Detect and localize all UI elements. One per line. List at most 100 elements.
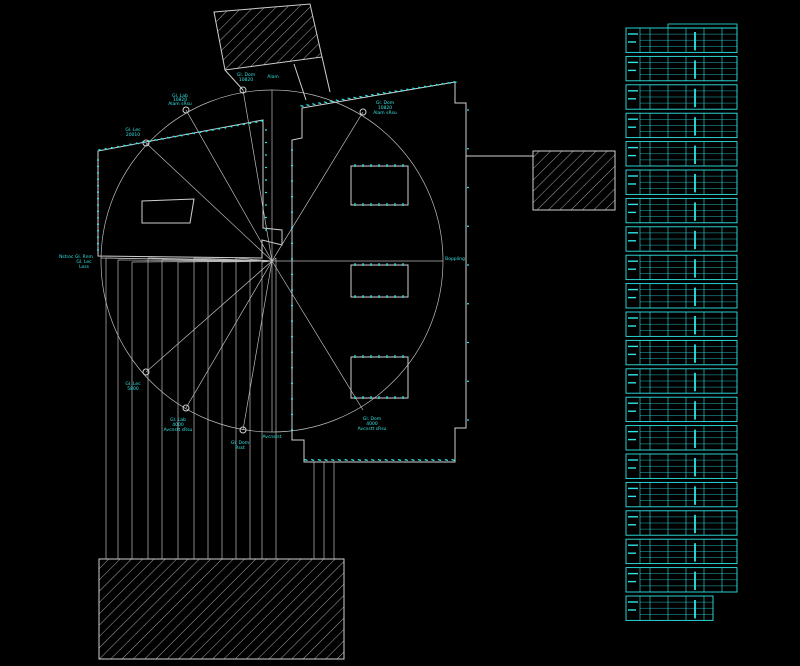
- label-ssw-2: 4000: [172, 422, 184, 428]
- wall-tick: [347, 97, 351, 100]
- wall-tick: [394, 90, 398, 93]
- label-lu-2: 20010: [126, 132, 140, 138]
- wall-tick: [324, 458, 328, 462]
- left-building-outline: [97, 119, 283, 259]
- marker-nw: [182, 106, 190, 114]
- label-se-3: Avcnstt sRsu: [358, 426, 387, 432]
- wall-tick: [357, 458, 362, 462]
- schedule-row: [625, 595, 714, 621]
- wall-tick: [329, 100, 334, 103]
- wall-tick: [411, 458, 415, 462]
- wall-tick: [344, 458, 348, 462]
- label-ne-3: Alam sRsu: [373, 110, 397, 116]
- wall-tick: [424, 458, 428, 462]
- schedule-row: [625, 169, 738, 195]
- wall-tick: [364, 458, 368, 462]
- wall-tick: [104, 147, 108, 150]
- wall-tick: [388, 91, 392, 94]
- wall-tick: [317, 102, 322, 105]
- schedule-row: [625, 339, 738, 366]
- wall-tick: [154, 138, 158, 142]
- label-bottom-center: Avcnstst: [262, 434, 281, 440]
- wall-tick: [310, 458, 315, 462]
- wall-tick: [304, 458, 308, 462]
- label-nw-2: 10820: [173, 97, 187, 103]
- label-ne-2: 10820: [378, 105, 392, 111]
- marker-s: [239, 426, 247, 434]
- label-left-2: Gl. Lec: [76, 259, 92, 265]
- feed-line-fan: [249, 259, 273, 262]
- inner-rooms: [141, 165, 409, 399]
- wall-tick: [391, 458, 395, 462]
- schedule-row: [625, 112, 738, 139]
- wall-tick: [337, 458, 342, 462]
- wall-tick: [429, 84, 434, 87]
- top-hatched-block: [213, 3, 323, 71]
- wall-tick: [365, 94, 369, 97]
- wall-tick: [110, 146, 115, 149]
- label-ssw-3: Avcnstt sRsu: [164, 427, 193, 433]
- schedule-table: [625, 23, 738, 621]
- feed-line-fan: [271, 257, 277, 262]
- label-top-2: 10820: [239, 77, 253, 83]
- label-ssw-1: Gl. Lab: [170, 417, 186, 423]
- wall-tick: [98, 148, 102, 152]
- label-top-3: Alam: [267, 74, 278, 80]
- point-markers: [142, 86, 367, 434]
- marker-top: [239, 86, 247, 94]
- schedule-row: [625, 254, 738, 281]
- wall-tick: [160, 137, 164, 140]
- wall-tick: [441, 82, 445, 85]
- schedule-row: [625, 311, 738, 337]
- wall-tick: [166, 136, 171, 139]
- wall-tick: [341, 98, 345, 101]
- wall-tick: [300, 104, 304, 108]
- schedule-row: [625, 368, 738, 394]
- right-building-outline: [291, 81, 467, 463]
- wall-ticks: [97, 80, 469, 462]
- wall-tick: [423, 85, 428, 88]
- right-room-top: [350, 165, 409, 206]
- right-room-bottom: [350, 356, 409, 399]
- label-sw-2: 5800: [127, 386, 139, 392]
- marker-left-upper: [142, 139, 150, 147]
- wall-tick: [447, 81, 451, 84]
- feed-line-fan: [221, 260, 273, 263]
- wall-tick: [117, 145, 121, 148]
- wall-tick: [312, 103, 316, 106]
- wall-tick: [148, 140, 152, 143]
- label-sw-1: Gl. Lec: [125, 381, 141, 387]
- wall-tick: [359, 95, 363, 98]
- right-hatched-block: [532, 150, 616, 211]
- wall-tick: [437, 458, 442, 462]
- wall-tick: [191, 132, 196, 135]
- label-se-1: Gl. Dom: [363, 416, 381, 422]
- bottom-hatched-block: [98, 558, 345, 660]
- wall-tick: [418, 86, 422, 89]
- wall-tick: [376, 92, 381, 96]
- label-left-3: Loss: [79, 264, 90, 270]
- wall-tick: [129, 143, 133, 146]
- annotations: Gl. Dom 10820 Alam Gl. Lab 10820 Alam sR…: [59, 72, 465, 451]
- schedule-row: [625, 27, 738, 53]
- schedule-row: [625, 453, 738, 479]
- wall-tick: [417, 458, 422, 462]
- feed-line-fan: [261, 260, 273, 263]
- wall-tick: [254, 121, 258, 124]
- wall-tick: [451, 458, 455, 462]
- marker-ne: [359, 108, 367, 116]
- wall-tick: [323, 101, 328, 104]
- wall-tick: [210, 128, 214, 131]
- right-room-middle: [350, 264, 409, 298]
- wall-tick: [435, 83, 440, 86]
- wall-tick: [335, 99, 339, 102]
- wall-tick: [317, 458, 322, 462]
- wall-tick: [306, 104, 310, 107]
- wall-tick: [198, 131, 202, 134]
- schedule-row: [625, 538, 738, 565]
- schedule-row: [625, 197, 738, 224]
- schedule-header: [667, 23, 738, 29]
- wall-tick: [370, 93, 375, 96]
- wall-tick: [135, 142, 140, 145]
